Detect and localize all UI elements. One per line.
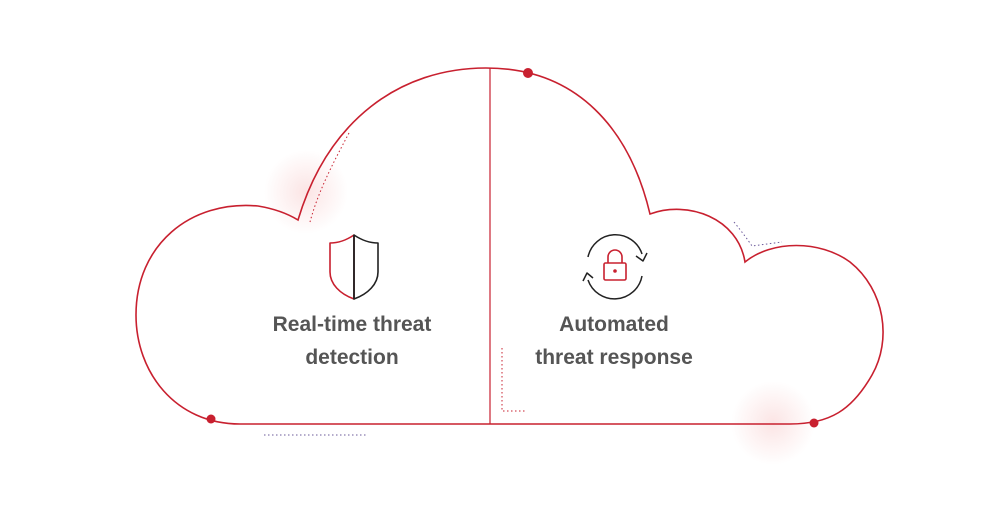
dotted-accent-right <box>733 221 783 247</box>
lock-refresh-icon <box>582 234 648 300</box>
glow-bottom-right <box>731 381 815 465</box>
cloud-outline <box>135 67 884 425</box>
dotted-accent-top-left <box>309 132 350 223</box>
right-panel-title: Automated threat response <box>494 308 734 374</box>
shield-icon <box>329 234 379 300</box>
right-title-line1: Automated <box>559 313 669 336</box>
dot-top <box>523 68 533 78</box>
left-title-line2: detection <box>305 346 399 369</box>
dotted-accent-center <box>501 348 527 412</box>
left-panel-title: Real-time threat detection <box>232 308 472 374</box>
dot-bottom-right <box>809 418 819 428</box>
left-title-line1: Real-time threat <box>272 313 432 336</box>
glow-top-left <box>264 150 348 234</box>
dot-bottom-left <box>206 414 216 424</box>
right-title-line2: threat response <box>535 346 693 369</box>
